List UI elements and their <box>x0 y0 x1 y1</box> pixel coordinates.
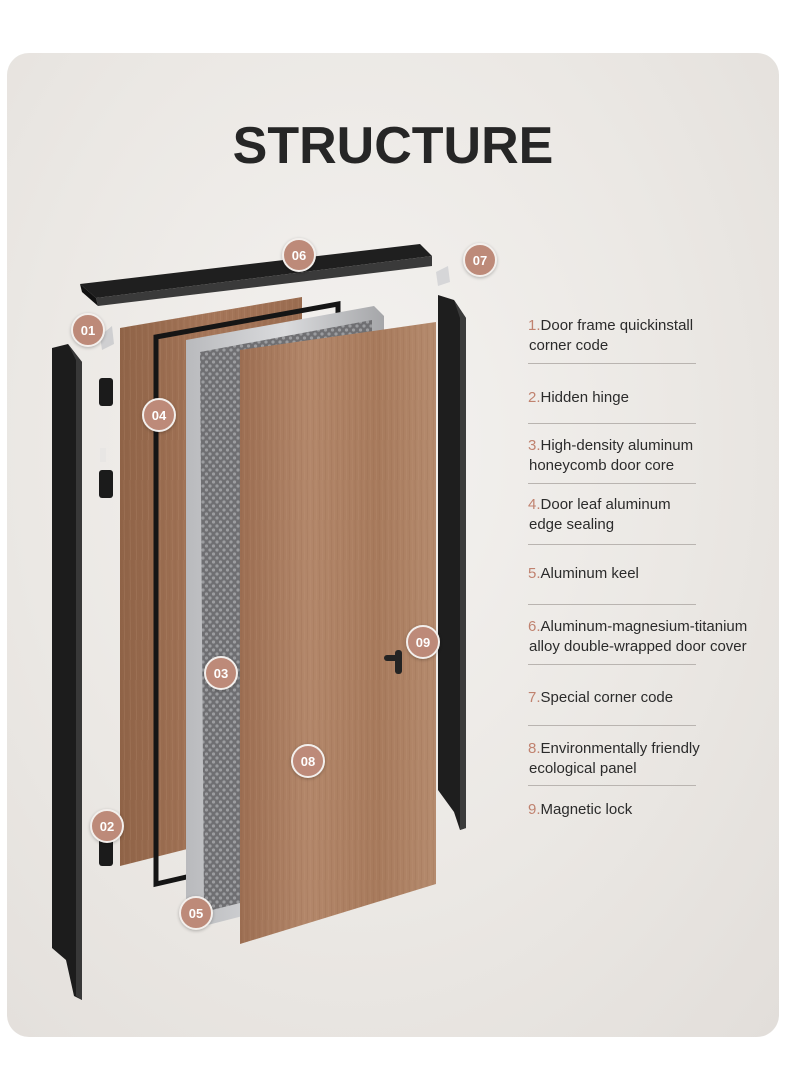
legend-item-6: 6.Aluminum-magnesium-titanium alloy doub… <box>528 618 748 655</box>
legend-item-1: 1.Door frame quickinstall corner code <box>528 317 694 354</box>
legend-item-2: 2.Hidden hinge <box>528 389 629 406</box>
right-frame-post <box>438 295 466 830</box>
hinge-parts <box>99 378 113 866</box>
corner-code-pieces <box>100 266 450 350</box>
page-title: STRUCTURE <box>232 117 554 175</box>
top-frame-bar <box>80 244 432 306</box>
badge-08: 08 <box>291 744 325 778</box>
legend-item-8: 8.Environmentally friendly ecological pa… <box>528 740 700 777</box>
badge-02: 02 <box>90 809 124 843</box>
badge-04: 04 <box>142 398 176 432</box>
legend-divider <box>528 423 696 424</box>
front-wood-panel <box>240 322 436 944</box>
badge-06: 06 <box>282 238 316 272</box>
legend-item-7: 7.Special corner code <box>528 689 674 706</box>
legend-item-5: 5.Aluminum keel <box>528 565 639 582</box>
badge-05: 05 <box>179 896 213 930</box>
legend-divider <box>528 363 696 364</box>
legend-divider <box>528 544 696 545</box>
legend-divider <box>528 664 696 665</box>
legend-item-3: 3.High-density aluminum honeycomb door c… <box>528 437 694 474</box>
badge-07: 07 <box>463 243 497 277</box>
legend-divider <box>528 604 696 605</box>
badge-01: 01 <box>71 313 105 347</box>
legend-divider <box>528 725 696 726</box>
badge-09: 09 <box>406 625 440 659</box>
legend-divider <box>528 785 696 786</box>
legend-item-9: 9.Magnetic lock <box>528 801 633 818</box>
legend-divider <box>528 483 696 484</box>
left-frame-post <box>52 344 82 1000</box>
legend-item-4: 4.Door leaf aluminum edge sealing <box>528 496 671 533</box>
magnetic-lock-handle <box>384 650 402 674</box>
badge-03: 03 <box>204 656 238 690</box>
